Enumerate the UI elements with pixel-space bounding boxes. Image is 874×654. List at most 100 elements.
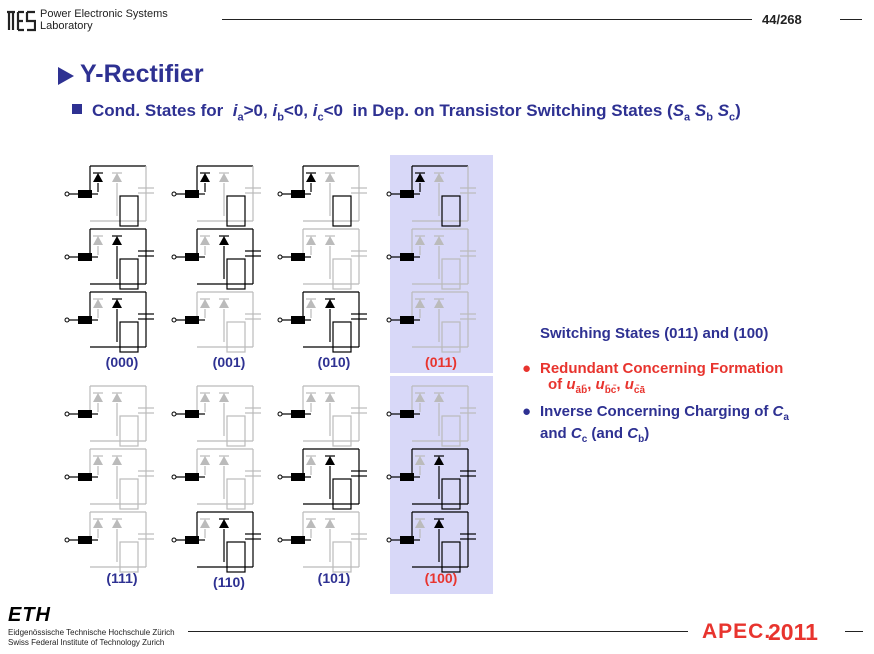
square-bullet-icon [72, 104, 82, 114]
link-loop [226, 415, 246, 447]
link-loop [226, 195, 246, 227]
diode-b-icon [325, 519, 335, 528]
input-terminal-icon [64, 191, 70, 197]
diode-a-icon [200, 236, 210, 245]
lab-name-line1: Power Electronic Systems [40, 8, 168, 20]
inductor-icon [78, 473, 92, 481]
eth-name-line1: Eidgenössische Technische Hochschule Zür… [8, 628, 175, 637]
inductor-icon [291, 253, 305, 261]
inductor-icon [185, 473, 199, 481]
link-loop [119, 541, 139, 573]
diode-a-icon [306, 456, 316, 465]
input-terminal-icon [386, 191, 392, 197]
state-label-111: (111) [106, 570, 138, 586]
inductor-icon [78, 536, 92, 544]
state-label-100: (100) [424, 570, 458, 586]
input-terminal-icon [64, 254, 70, 260]
diode-a-icon [306, 173, 316, 182]
diode-a-icon [93, 236, 103, 245]
input-terminal-icon [171, 191, 177, 197]
input-terminal-icon [386, 474, 392, 480]
diode-b-icon [219, 173, 229, 182]
slide-title: Y-Rectifier [80, 60, 204, 88]
inductor-icon [400, 410, 414, 418]
inductor-icon [78, 253, 92, 261]
lab-name-line2: Laboratory [40, 20, 93, 32]
diode-b-icon [325, 173, 335, 182]
inductor-icon [291, 410, 305, 418]
diode-a-icon [415, 236, 425, 245]
link-loop [332, 195, 352, 227]
input-terminal-icon [386, 537, 392, 543]
diode-b-icon [434, 519, 444, 528]
eth-name-line2: Swiss Federal Institute of Technology Zu… [8, 638, 165, 647]
link-loop [332, 478, 352, 510]
link-loop [441, 541, 461, 573]
inductor-icon [291, 473, 305, 481]
inductor-icon [291, 536, 305, 544]
inductor-icon [185, 190, 199, 198]
info-item-inverse: ● Inverse Concerning Charging of Ca and … [522, 403, 789, 446]
inductor-icon [185, 253, 199, 261]
diode-a-icon [306, 393, 316, 402]
link-loop [226, 258, 246, 290]
inductor-icon [78, 190, 92, 198]
diode-b-icon [219, 236, 229, 245]
diode-b-icon [219, 299, 229, 308]
input-terminal-icon [277, 537, 283, 543]
info-item-redundant: ● Redundant Concerning Formation of uāb̄… [522, 360, 784, 397]
link-loop [332, 415, 352, 447]
input-terminal-icon [64, 317, 70, 323]
subtitle: Cond. States for ia>0, ib<0, ic<0 in Dep… [72, 101, 741, 123]
eth-logo: ETH [8, 604, 51, 626]
diode-a-icon [306, 519, 316, 528]
link-loop [441, 415, 461, 447]
input-terminal-icon [277, 474, 283, 480]
diode-a-icon [306, 236, 316, 245]
inductor-icon [185, 536, 199, 544]
diode-b-icon [112, 299, 122, 308]
input-terminal-icon [171, 254, 177, 260]
inductor-icon [185, 316, 199, 324]
link-loop [441, 195, 461, 227]
diode-a-icon [415, 519, 425, 528]
diode-a-icon [93, 519, 103, 528]
lab-name: Power Electronic Systems Laboratory [40, 8, 168, 32]
bullet-dot-icon: ● [522, 403, 532, 420]
inductor-icon [78, 316, 92, 324]
diode-a-icon [415, 299, 425, 308]
link-loop [119, 415, 139, 447]
diode-a-icon [200, 393, 210, 402]
link-loop [441, 258, 461, 290]
state-label-000: (000) [105, 354, 139, 370]
inductor-icon [400, 473, 414, 481]
diode-a-icon [200, 173, 210, 182]
bullet-dot-icon: ● [522, 360, 532, 377]
diode-b-icon [325, 456, 335, 465]
diode-b-icon [434, 393, 444, 402]
state-label-011: (011) [425, 354, 457, 370]
diode-b-icon [219, 393, 229, 402]
link-loop [441, 321, 461, 353]
diode-b-icon [112, 173, 122, 182]
diode-b-icon [434, 299, 444, 308]
input-terminal-icon [277, 191, 283, 197]
input-terminal-icon [171, 317, 177, 323]
inductor-icon [185, 410, 199, 418]
state-label-110: (110) [213, 574, 245, 590]
diode-b-icon [434, 173, 444, 182]
diode-b-icon [219, 456, 229, 465]
input-terminal-icon [171, 537, 177, 543]
diode-b-icon [112, 236, 122, 245]
link-loop [226, 321, 246, 353]
input-terminal-icon [171, 411, 177, 417]
state-label-010: (010) [317, 354, 351, 370]
link-loop [226, 541, 246, 573]
input-terminal-icon [277, 317, 283, 323]
diode-b-icon [325, 236, 335, 245]
diode-a-icon [200, 299, 210, 308]
diode-a-icon [93, 173, 103, 182]
diode-a-icon [200, 456, 210, 465]
input-terminal-icon [386, 317, 392, 323]
